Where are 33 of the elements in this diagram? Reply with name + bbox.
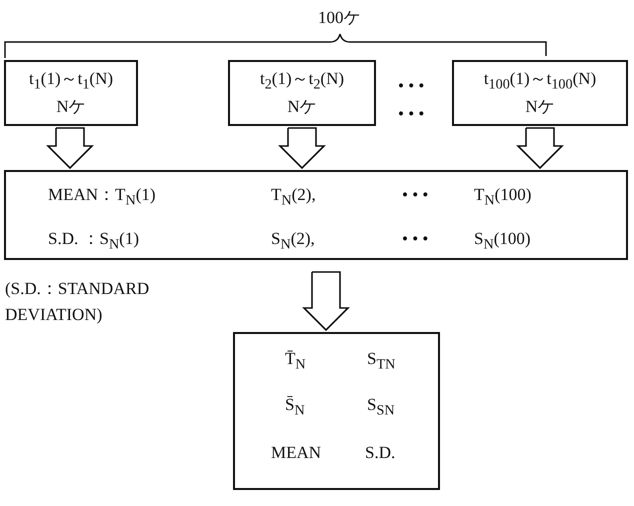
ellipsis-text: • • •	[398, 76, 424, 96]
block-arrow	[278, 127, 326, 170]
box-text: S$_{SN}$	[367, 396, 395, 419]
series-box	[452, 60, 628, 126]
box-text: t$_{2}$(1)～t$_{2}$(N)	[258, 70, 346, 93]
box-text: t$_{100}$(1)～t$_{100}$(N)	[482, 70, 598, 93]
box-text: S$_{TN}$	[367, 350, 396, 373]
ellipsis-text: • • •	[398, 104, 424, 124]
count-label: 100ケ	[318, 8, 360, 28]
note-text: (S.D.：STANDARD DEVIATION)	[5, 278, 150, 326]
block-arrow	[302, 271, 350, 332]
box-text: Nケ	[286, 98, 318, 117]
box-text: t$_{1}$(1)～t$_{1}$(N)	[28, 70, 114, 93]
series-box	[4, 60, 138, 126]
statistics-box	[4, 170, 628, 260]
box-text: S$_{N}$(100)	[474, 230, 531, 253]
series-box	[228, 60, 376, 126]
box-text: MEAN：T$_{N}$(1)	[48, 186, 156, 209]
result-box	[233, 332, 440, 490]
box-text: S.D.	[365, 444, 396, 463]
box-text: T$_{N}$(100)	[474, 186, 532, 209]
box-text: • • •	[402, 186, 428, 205]
box-text: MEAN	[271, 444, 322, 463]
box-text: T̄$_{N}$	[285, 350, 306, 373]
box-text: Nケ	[55, 98, 87, 117]
box-text: T$_{N}$(2),	[271, 186, 316, 209]
box-text: S.D. ：S$_{N}$(1)	[48, 230, 139, 253]
box-text: S$_{N}$(2),	[271, 230, 315, 253]
block-arrow	[46, 127, 94, 170]
box-text: Nケ	[524, 98, 556, 117]
box-text: S̄$_{N}$	[285, 396, 305, 419]
box-text: • • •	[402, 230, 428, 249]
block-arrow	[516, 127, 564, 170]
